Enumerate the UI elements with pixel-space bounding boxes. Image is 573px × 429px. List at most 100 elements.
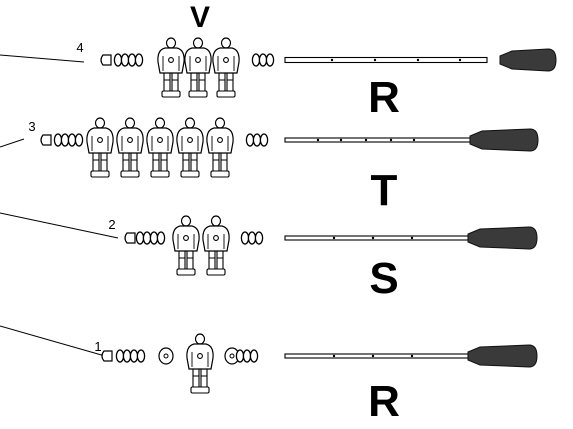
rod-1-letter: R [368, 377, 400, 426]
spacer-ring [142, 231, 152, 245]
leader-line-rod-1 [0, 325, 106, 357]
rod-2-letter: S [369, 254, 398, 303]
spacer-ring [60, 133, 70, 147]
spacer-ring [265, 53, 275, 67]
figure-foot [161, 90, 181, 98]
figure-legs [163, 73, 179, 91]
figure-arms [177, 234, 195, 249]
spacer-ring [254, 231, 264, 245]
rod-hole-dot [339, 138, 343, 142]
figure-legs [192, 369, 208, 387]
figure-rod-hole [157, 137, 163, 143]
spacer-ring [252, 133, 262, 147]
figure-rod-hole [183, 235, 189, 241]
spacer-ring [240, 231, 250, 245]
bumper-disc-hole [163, 353, 169, 359]
figure-legs [178, 251, 194, 269]
figure-foot [210, 170, 230, 178]
spacer-ring [134, 53, 144, 67]
figure-head [220, 37, 232, 49]
figure-head [124, 117, 136, 129]
spacer-ring [242, 349, 252, 363]
figure-legs [190, 73, 206, 91]
figure-arms [151, 136, 169, 151]
rod-2 [124, 215, 538, 276]
rod-hole-dot [371, 354, 375, 358]
rod-handle [469, 128, 539, 152]
figure-rod-hole [197, 353, 203, 359]
figure-legs [212, 153, 228, 171]
figure-rod-hole [213, 235, 219, 241]
rod-shaft [284, 137, 471, 143]
figure-head [214, 117, 226, 129]
figure-legs [92, 153, 108, 171]
figure-foot [90, 170, 110, 178]
figure-arms [211, 136, 229, 151]
figure-head [184, 117, 196, 129]
figure-head [94, 117, 106, 129]
figure-legs [218, 73, 234, 91]
figure-arms [121, 136, 139, 151]
rod-hole-dot [332, 236, 336, 240]
figure-head [192, 37, 204, 49]
player-figure [186, 333, 214, 394]
leader-line-rod-3 [0, 138, 25, 148]
player-figure [86, 117, 114, 178]
rods [40, 37, 557, 394]
figure-foot [150, 170, 170, 178]
figure-legs [152, 153, 168, 171]
figure-foot [180, 170, 200, 178]
rod-4-letter: R [368, 73, 400, 122]
figure-rod-hole [223, 57, 229, 63]
bumper-disc-hole [229, 353, 235, 359]
rod-shaft [284, 56, 488, 64]
figure-rod-hole [127, 137, 133, 143]
figure-head [165, 37, 177, 49]
end-cap [100, 54, 112, 66]
player-figure [157, 37, 185, 98]
end-cap [101, 350, 113, 362]
end-cap [40, 134, 52, 146]
rod-3 [40, 117, 539, 178]
spacer-ring [115, 349, 125, 363]
figure-arms [162, 56, 180, 71]
spacer-ring [245, 133, 255, 147]
figure-legs [182, 153, 198, 171]
player-figure [172, 215, 200, 276]
rod-1-number: 1 [94, 339, 101, 354]
spacer-ring [156, 231, 166, 245]
figure-arms [181, 136, 199, 151]
figure-foot [190, 386, 210, 394]
player-figure [146, 117, 174, 178]
figure-legs [122, 153, 138, 171]
spacer-ring [53, 133, 63, 147]
end-cap [124, 232, 136, 244]
rod-handle [499, 48, 557, 72]
spacer-ring [67, 133, 77, 147]
figure-foot [206, 268, 226, 276]
rod-hole-dot [364, 138, 368, 142]
figure-rod-hole [217, 137, 223, 143]
rod-1 [101, 333, 538, 394]
figure-arms [207, 234, 225, 249]
figure-legs [208, 251, 224, 269]
figure-arms [217, 56, 235, 71]
player-figure [184, 37, 212, 98]
rod-hole-dot [316, 138, 320, 142]
spacer-ring [136, 349, 146, 363]
rod-hole-dot [373, 58, 377, 62]
player-figure [206, 117, 234, 178]
player-figure [212, 37, 240, 98]
figure-head [194, 333, 206, 345]
figure-foot [188, 90, 208, 98]
figure-arms [189, 56, 207, 71]
labels: V 4 3 2 1 R T S R [28, 1, 400, 426]
figure-foot [120, 170, 140, 178]
leader-line-rod-4 [0, 54, 85, 63]
spacer-ring [247, 231, 257, 245]
spacer-ring [149, 231, 159, 245]
spacer-ring [249, 349, 259, 363]
spacer-ring [259, 133, 269, 147]
